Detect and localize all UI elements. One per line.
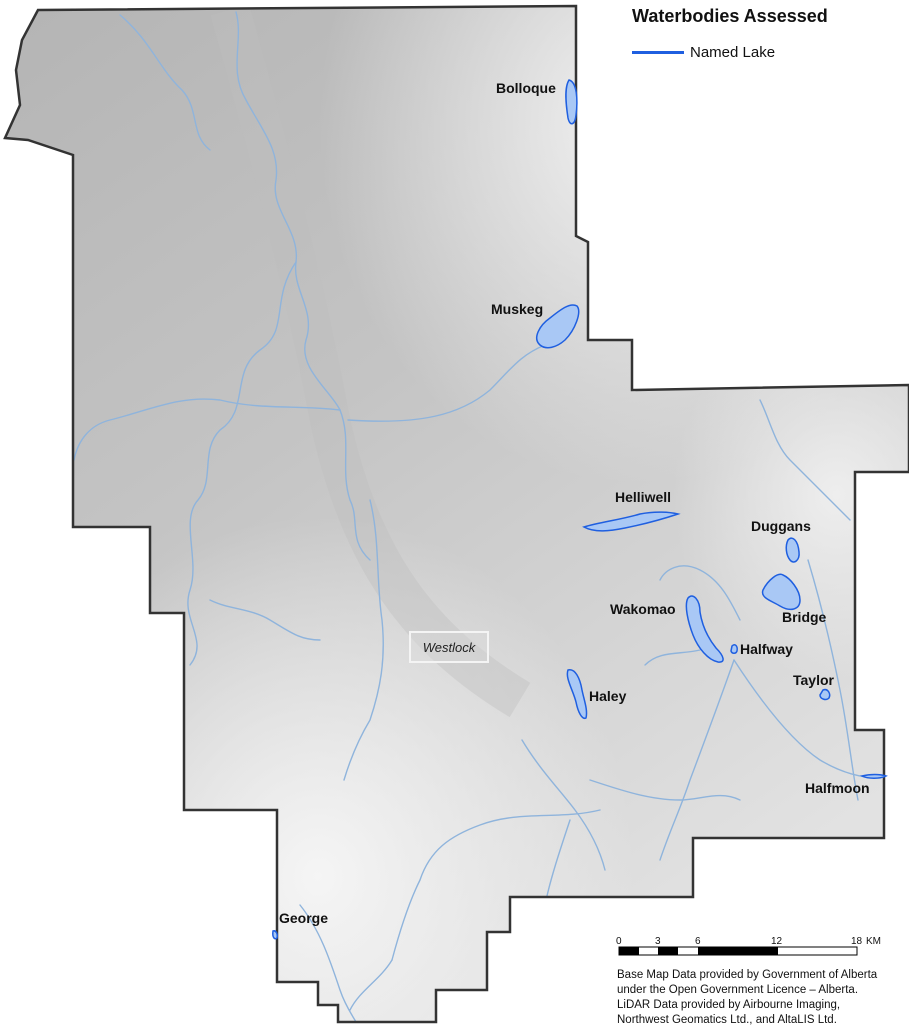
scale-bar: 0 3 6 12 18 KM (616, 936, 881, 956)
town-label-westlock[interactable]: Westlock (409, 631, 489, 663)
lake-label-bridge: Bridge (782, 609, 827, 625)
legend-item-label: Named Lake (690, 44, 776, 61)
county-boundary (3, 4, 909, 1024)
credit-line-4: Northwest Geomatics Ltd., and AltaLIS Lt… (617, 1014, 837, 1026)
lake-muskeg[interactable] (536, 304, 580, 349)
credit-line-2: under the Open Government Licence – Albe… (617, 984, 859, 996)
credit-line-1: Base Map Data provided by Government of … (617, 969, 878, 981)
scale-unit: KM (866, 936, 881, 947)
credit-line-3: LiDAR Data provided by Airbourne Imaging… (617, 999, 841, 1011)
scale-tick-18: 18 (851, 936, 863, 947)
lake-labels-layer: Bolloque Muskeg Helliwell Duggans Bridge… (279, 80, 870, 926)
lake-bolloque[interactable] (565, 79, 578, 125)
legend-item-named-lake: Named Lake (632, 44, 775, 61)
lake-label-taylor: Taylor (793, 672, 835, 688)
town-name: Westlock (422, 639, 476, 655)
lake-label-halfway: Halfway (740, 641, 793, 657)
data-credits: Base Map Data provided by Government of … (617, 968, 909, 1028)
lake-label-haley: Haley (589, 688, 627, 704)
scale-tick-0: 0 (616, 936, 622, 947)
scale-tick-3: 3 (655, 936, 661, 947)
lake-label-bolloque: Bolloque (496, 80, 556, 96)
lake-label-muskeg: Muskeg (491, 301, 543, 317)
lake-halfmoon[interactable] (859, 773, 888, 779)
lake-halfway[interactable] (730, 644, 738, 654)
lakes-layer (272, 79, 888, 940)
scale-tick-6: 6 (695, 936, 701, 947)
legend-title: Waterbodies Assessed (632, 6, 828, 26)
lake-george[interactable] (272, 930, 278, 940)
lake-wakomao[interactable] (685, 595, 724, 663)
lake-label-george: George (279, 910, 328, 926)
lake-helliwell[interactable] (582, 511, 681, 532)
scale-tick-12: 12 (771, 936, 783, 947)
named-lake-swatch-icon (632, 51, 684, 54)
lake-duggans[interactable] (785, 537, 800, 563)
lake-bridge[interactable] (761, 573, 801, 611)
lake-label-wakomao: Wakomao (610, 601, 676, 617)
lake-label-helliwell: Helliwell (615, 489, 671, 505)
lake-label-halfmoon: Halfmoon (805, 780, 870, 796)
lake-taylor[interactable] (819, 688, 831, 701)
lake-label-duggans: Duggans (751, 518, 811, 534)
lake-haley[interactable] (566, 669, 588, 720)
